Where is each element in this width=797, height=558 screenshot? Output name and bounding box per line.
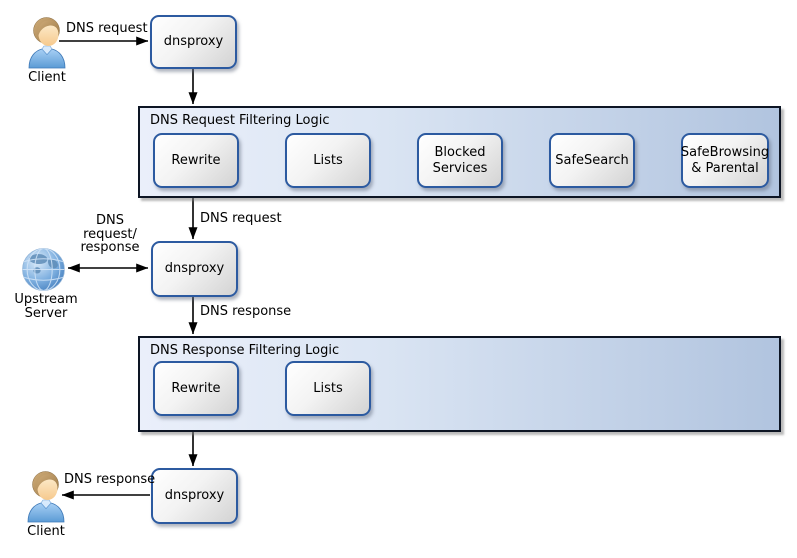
filter-box-label: Rewrite	[171, 380, 221, 396]
dnsproxy-node-bottom: dnsproxy	[151, 468, 238, 524]
globe-icon	[22, 248, 65, 291]
response-filtering-container: DNS Response Filtering Logic Rewrite Lis…	[138, 336, 781, 432]
person-icon	[28, 17, 66, 69]
dnsproxy-node-top: dnsproxy	[150, 15, 237, 69]
filter-box-safesearch: SafeSearch	[549, 133, 635, 188]
response-container-title: DNS Response Filtering Logic	[150, 343, 340, 358]
edge-label-dns-request-mid: DNS request	[200, 211, 282, 226]
request-filtering-container: DNS Request Filtering Logic Rewrite List…	[138, 106, 781, 198]
dnsproxy-node-middle: dnsproxy	[151, 241, 238, 297]
dnsproxy-node-label: dnsproxy	[163, 34, 224, 50]
client-bottom-label: Client	[27, 524, 65, 539]
upstream-server-label: Upstream Server	[14, 292, 78, 322]
filter-box-lists-request: Lists	[285, 133, 371, 188]
filter-box-label: SafeSearch	[555, 152, 629, 168]
edge-label-dns-response-bottom: DNS response	[64, 472, 156, 487]
filter-box-rewrite-response: Rewrite	[153, 361, 239, 416]
filter-box-label: Lists	[313, 152, 343, 168]
person-icon	[27, 471, 65, 523]
dnsproxy-node-label: dnsproxy	[164, 488, 225, 504]
edge-label-dns-request-top: DNS request	[66, 21, 148, 36]
request-container-title: DNS Request Filtering Logic	[150, 113, 330, 128]
filter-box-safebrowsing-parental: SafeBrowsing & Parental	[681, 133, 769, 188]
edge-label-upstream-link: DNS request/ response	[80, 213, 140, 256]
edge-label-dns-response-mid: DNS response	[200, 304, 292, 319]
filter-box-blocked-services: Blocked Services	[417, 133, 503, 188]
dnsproxy-node-label: dnsproxy	[164, 261, 225, 277]
filter-box-label: Rewrite	[171, 152, 221, 168]
filter-box-label: SafeBrowsing & Parental	[680, 145, 770, 176]
filter-box-rewrite-request: Rewrite	[153, 133, 239, 188]
filter-box-lists-response: Lists	[285, 361, 371, 416]
client-top-label: Client	[28, 70, 66, 85]
filter-box-label: Blocked Services	[432, 145, 488, 176]
filter-box-label: Lists	[313, 380, 343, 396]
